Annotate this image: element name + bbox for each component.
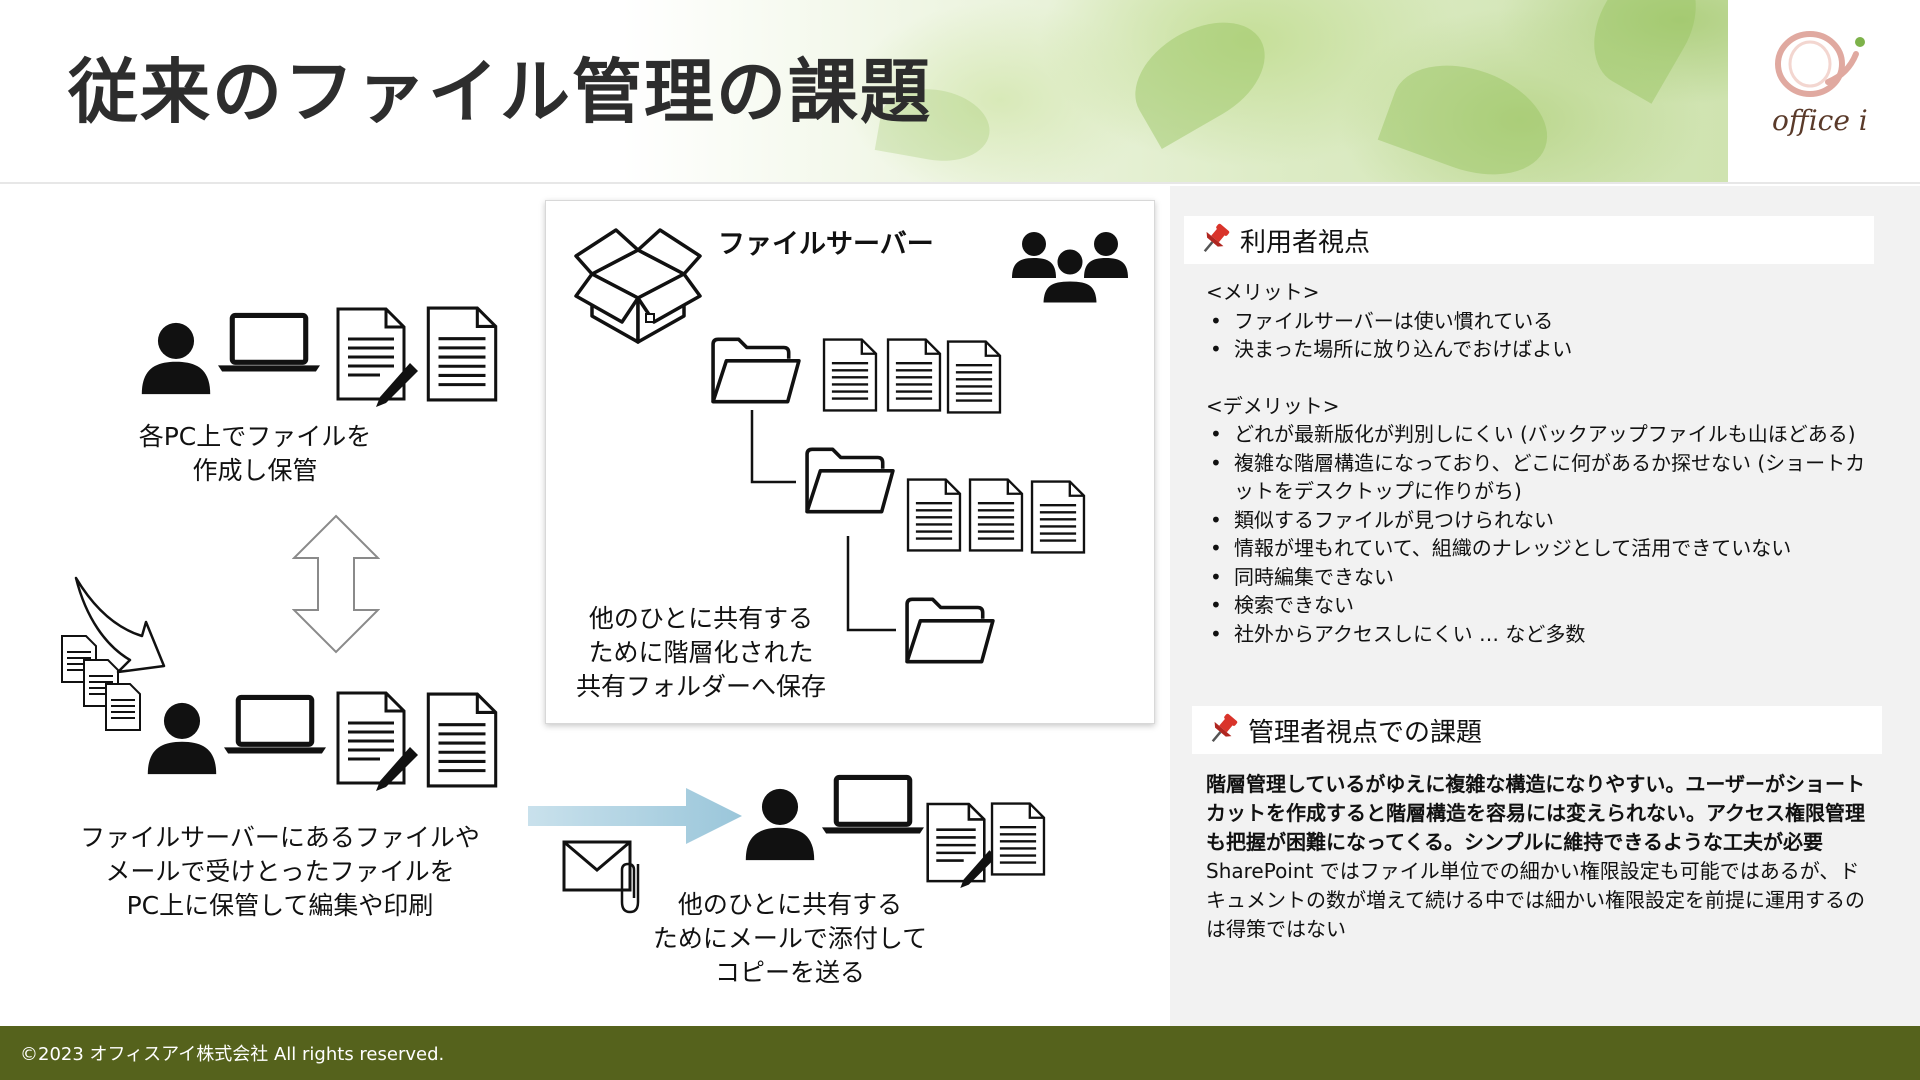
logo-text: office i: [1772, 104, 1868, 137]
office-i-logo-icon: [1775, 31, 1865, 97]
user-section-title: 利用者視点: [1240, 228, 1371, 258]
double-arrow-icon: [292, 514, 380, 654]
share-arrow-icon: [528, 788, 742, 844]
folder-tree-lines: [750, 410, 896, 632]
caption-pc-create: 各PC上でファイルを 作成し保管: [138, 422, 372, 485]
document-icon: [426, 692, 498, 788]
incoming-files-icon: [61, 635, 141, 731]
list-item: ファイルサーバーは使い慣れている: [1206, 307, 1866, 336]
admin-issue-bold-text: 階層管理しているがゆえに複雑な構造になりやすい。ユーザーがショートカットを作成す…: [1206, 772, 1865, 854]
document-icon: [426, 306, 498, 402]
curved-arrow-icon: [74, 576, 166, 674]
document-icon: [990, 802, 1046, 876]
page-title: 従来のファイル管理の課題: [68, 51, 932, 133]
user-section-header: [1184, 216, 1874, 264]
document-icon: [946, 340, 1002, 414]
copyright-text: ©2023 オフィスアイ株式会社 All rights reserved.: [20, 1044, 445, 1065]
list-item: 複雑な階層構造になっており、どこに何があるか探せない (ショートカットをデスクト…: [1206, 449, 1866, 506]
merit-heading: <メリット>: [1206, 280, 1320, 304]
laptop-icon: [822, 774, 924, 838]
document-edit-icon: [926, 802, 998, 890]
admin-section-header: [1192, 706, 1882, 754]
user-group-icon: [1012, 232, 1128, 304]
folder-icon: [904, 596, 996, 666]
footer-bar: [0, 1026, 1920, 1080]
list-item: 社外からアクセスしにくい … など多数: [1206, 620, 1866, 649]
merit-list: ファイルサーバーは使い慣れている 決まった場所に放り込んでおけばよい: [1206, 307, 1866, 364]
pushpin-icon: [1211, 713, 1238, 743]
caption-pc-edit: ファイルサーバーにあるファイルや メールで受けとったファイルを PC上に保管して…: [80, 823, 480, 920]
list-item: 決まった場所に放り込んでおけばよい: [1206, 335, 1866, 364]
caption-mail-share: 他のひとに共有する ためにメールで添付して コピーを送る: [652, 890, 928, 987]
laptop-icon: [218, 312, 320, 376]
document-icon: [886, 338, 942, 412]
folder-icon: [804, 446, 896, 516]
folder-icon: [710, 336, 802, 406]
admin-issue-text: SharePoint ではファイル単位での細かい権限設定も可能ではあるが、ドキュ…: [1206, 859, 1865, 941]
list-item: 情報が埋もれていて、組織のナレッジとして活用できていない: [1206, 534, 1866, 563]
document-edit-icon: [336, 306, 420, 410]
admin-section-title: 管理者視点での課題: [1248, 718, 1483, 748]
file-server-title: ファイルサーバー: [718, 229, 934, 260]
admin-section-content: 階層管理しているがゆえに複雑な構造になりやすい。ユーザーがショートカットを作成す…: [1206, 770, 1868, 944]
laptop-icon: [224, 694, 326, 758]
demerit-heading: <デメリット>: [1206, 393, 1340, 418]
caption-server-share: 他のひとに共有する ために階層化された 共有フォルダーへ保存: [575, 604, 826, 701]
demerit-list: どれが最新版化が判別しにくい (バックアップファイルも山ほどある) 複雑な階層構…: [1206, 420, 1866, 648]
open-box-icon: [574, 228, 702, 344]
pushpin-icon: [1203, 223, 1230, 253]
header-leaf-background: [0, 0, 1728, 182]
list-item: 類似するファイルが見つけられない: [1206, 506, 1866, 535]
document-icon: [906, 478, 962, 552]
document-icon: [1030, 480, 1086, 554]
person-icon: [742, 786, 818, 862]
list-item: 検索できない: [1206, 591, 1866, 620]
list-item: どれが最新版化が判別しにくい (バックアップファイルも山ほどある): [1206, 420, 1866, 449]
person-icon: [144, 700, 220, 776]
user-section-content: <メリット> ファイルサーバーは使い慣れている 決まった場所に放り込んでおけばよ…: [1206, 278, 1866, 648]
mail-attachment-icon: [562, 840, 640, 914]
document-icon: [968, 478, 1024, 552]
person-icon: [138, 320, 214, 396]
list-item: 同時編集できない: [1206, 563, 1866, 592]
header-divider: [0, 182, 1920, 184]
header-banner: [0, 0, 1920, 182]
document-edit-icon: [336, 690, 420, 794]
document-icon: [822, 338, 878, 412]
